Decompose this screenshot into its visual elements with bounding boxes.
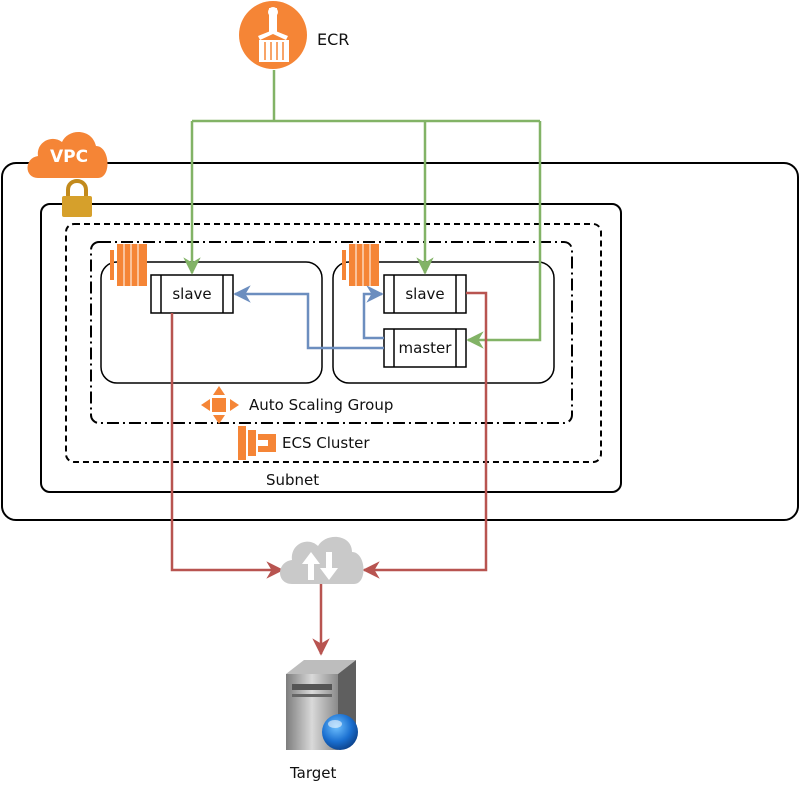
subnet-label: Subnet bbox=[266, 471, 320, 489]
master-to-slave-2-arrow bbox=[362, 285, 384, 340]
vpc-cloud-icon bbox=[27, 131, 108, 178]
ec2-instance-1-icon bbox=[110, 244, 147, 286]
ecs-icon bbox=[238, 426, 276, 460]
traffic-lines bbox=[170, 291, 488, 656]
master-control-lines bbox=[233, 285, 384, 350]
target-label: Target bbox=[290, 764, 337, 782]
auto-scaling-icon bbox=[201, 386, 239, 424]
container-slave-1 bbox=[150, 274, 234, 314]
slave-1-label: slave bbox=[172, 285, 212, 303]
auto-scaling-group-label: Auto Scaling Group bbox=[249, 396, 394, 414]
internet-gateway-icon bbox=[280, 536, 364, 584]
padlock-icon bbox=[62, 179, 92, 217]
ecs-cluster-label: ECS Cluster bbox=[282, 434, 370, 452]
ec2-instance-2-icon bbox=[342, 244, 379, 286]
ec2-instance-1 bbox=[100, 261, 323, 384]
ecr-icon bbox=[239, 1, 307, 69]
globe-icon bbox=[322, 714, 358, 750]
slave-2-to-internet-arrow bbox=[362, 291, 488, 579]
ecs-cluster-container bbox=[65, 223, 602, 463]
vpc-label: VPC bbox=[50, 147, 89, 167]
master-label: master bbox=[398, 339, 452, 357]
target-server-icon bbox=[286, 660, 358, 750]
ecr-label: ECR bbox=[317, 30, 350, 49]
slave-2-label: slave bbox=[405, 285, 445, 303]
slave-1-to-internet-arrow bbox=[170, 313, 284, 579]
ecr-to-master-arrow bbox=[466, 121, 542, 349]
ec2-instance-2 bbox=[332, 261, 555, 384]
master-to-slave-1-arrow bbox=[233, 285, 384, 350]
vpc-container bbox=[1, 162, 799, 521]
subnet-container bbox=[40, 203, 622, 493]
auto-scaling-group-container bbox=[90, 241, 573, 424]
ecr-pull-lines bbox=[183, 70, 542, 349]
